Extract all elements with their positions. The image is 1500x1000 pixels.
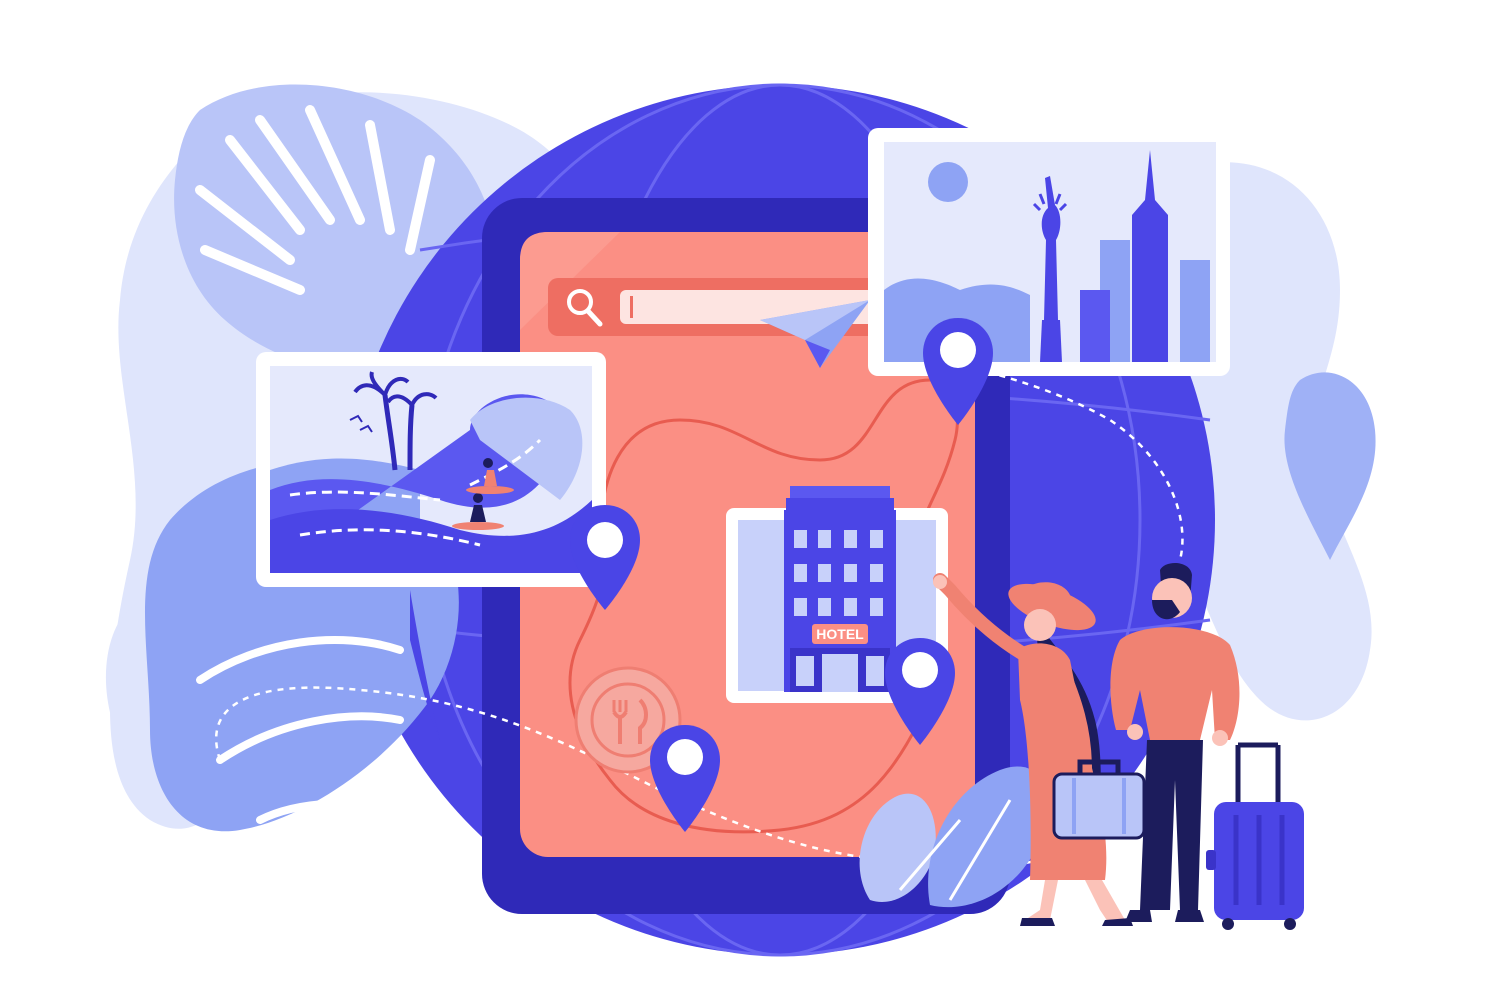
briefcase-icon [1052,759,1146,840]
map-pin-icon[interactable] [650,725,720,832]
foreground-leaves [859,766,1048,908]
nyc-photo-card[interactable] [868,128,1230,376]
man-traveler [1110,563,1240,922]
palm-trees [349,371,438,471]
map-pin-icon[interactable] [885,638,955,745]
map-pin-icon[interactable] [923,318,993,425]
map-pin-icon[interactable] [570,505,640,610]
woman-traveler [933,573,1146,926]
beach-photo-card[interactable] [256,352,606,587]
surfers [452,458,514,530]
hotel-building: HOTEL [784,486,896,692]
skyline [1032,150,1210,362]
hotel-sign: HOTEL [816,626,864,642]
suitcase-icon [1206,742,1304,930]
search-icon[interactable] [567,289,603,327]
paper-plane-icon [760,300,870,368]
